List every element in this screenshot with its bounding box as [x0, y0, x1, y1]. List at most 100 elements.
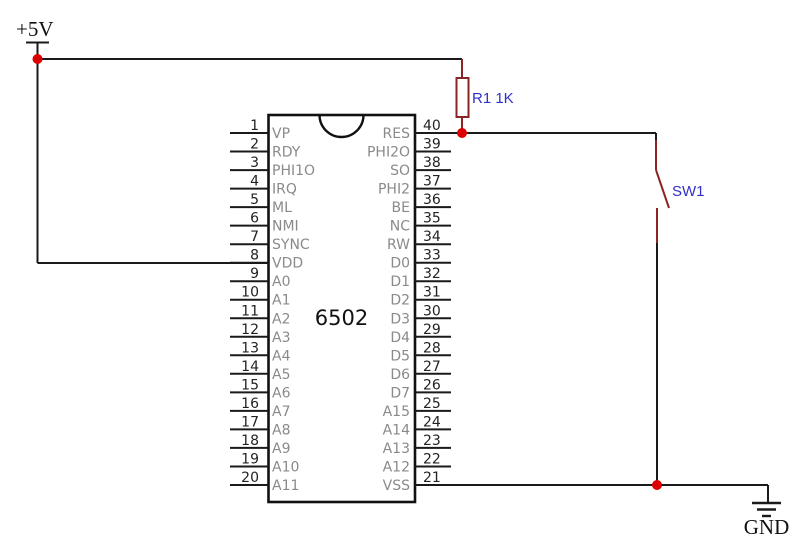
pin-number: 26: [423, 377, 441, 393]
pin-number: 2: [250, 137, 259, 153]
pin-label: A7: [272, 404, 290, 420]
switch-designator: SW1: [672, 183, 705, 200]
pin-number: 9: [250, 266, 259, 282]
pin-label: A4: [272, 348, 291, 364]
pin-label: RW: [387, 237, 410, 253]
ground-label: GND: [744, 515, 790, 539]
chip-body[interactable]: [267, 113, 417, 504]
junction-dot-power: [32, 54, 43, 64]
ground-symbol[interactable]: GND: [744, 501, 790, 539]
pin-number: 5: [250, 192, 259, 208]
pin-label: D6: [390, 367, 410, 383]
pin-number: 38: [423, 155, 441, 171]
pin-number: 3: [250, 155, 259, 171]
pin-number: 17: [241, 414, 259, 430]
pin-label: A11: [272, 478, 299, 494]
pin-label: VSS: [383, 478, 410, 494]
pin-label: VP: [272, 126, 290, 142]
pin-label: IRQ: [272, 182, 297, 198]
pin-label: A3: [272, 330, 290, 346]
pin-label: A0: [272, 274, 290, 290]
pin-number: 27: [423, 359, 441, 375]
pin-label: D5: [390, 348, 410, 364]
pin-label: D2: [390, 293, 410, 309]
switch-sw1[interactable]: SW1: [655, 140, 705, 243]
pin-number: 21: [423, 470, 441, 486]
pin-label: SO: [390, 163, 410, 179]
pin-label: SYNC: [272, 237, 310, 253]
pin-number: 19: [241, 452, 259, 468]
pin-number: 8: [250, 248, 259, 264]
pin-number: 7: [250, 229, 259, 245]
pin-number: 20: [241, 470, 259, 486]
junction-dot-ground-rail: [652, 480, 662, 490]
pin-number: 4: [250, 174, 259, 190]
resistor-r1[interactable]: R1 1K: [455, 59, 514, 133]
pin-number: 6: [250, 211, 259, 227]
pin-label: A5: [272, 367, 290, 383]
pin-number: 24: [423, 414, 441, 430]
pin-number: 10: [241, 285, 259, 301]
pin-label: VDD: [272, 256, 303, 272]
pin-label: A6: [272, 385, 291, 401]
wires: [36, 58, 769, 503]
pin-number: 28: [423, 340, 441, 356]
chip-name: 6502: [315, 306, 368, 330]
pin-number: 33: [423, 248, 441, 264]
pin-label: NMI: [272, 219, 299, 235]
pin-label: BE: [392, 200, 410, 216]
pin-number: 1: [250, 118, 259, 134]
pin-label: A2: [272, 311, 290, 327]
pin-number: 13: [241, 340, 259, 356]
pin-number: 11: [241, 303, 259, 319]
pin-label: A8: [272, 422, 290, 438]
junction-dots: [32, 54, 662, 490]
pin-number: 36: [423, 192, 441, 208]
chip-notch-icon: [318, 114, 365, 139]
pin-number: 15: [241, 377, 259, 393]
pin-label: A10: [272, 460, 299, 476]
pin-number: 34: [423, 229, 441, 245]
pin-number: 35: [423, 211, 441, 227]
pin-number: 32: [423, 266, 441, 282]
power-source-5v[interactable]: +5V: [16, 17, 54, 59]
pin-number: 23: [423, 433, 441, 449]
pin-label: A1: [272, 293, 290, 309]
pin-label: RDY: [272, 145, 301, 161]
pin-label: D3: [390, 311, 410, 327]
power-label: +5V: [16, 17, 54, 41]
pin-number: 16: [241, 396, 259, 412]
pin-number: 29: [423, 322, 441, 338]
resistor-body[interactable]: [455, 77, 470, 118]
pin-label: PHI1O: [272, 163, 315, 179]
pin-label: A9: [272, 441, 290, 457]
pin-label: RES: [383, 126, 411, 142]
pin-label: D0: [390, 256, 410, 272]
pin-label: A12: [383, 460, 410, 476]
switch-blade[interactable]: [655, 169, 670, 209]
junction-dot-pin40: [457, 128, 467, 138]
pin-number: 22: [423, 452, 441, 468]
pin-number: 39: [423, 137, 441, 153]
resistor-designator: R1 1K: [472, 90, 514, 107]
pin-label: NC: [390, 219, 410, 235]
pin-label: D7: [390, 385, 410, 401]
pin-number: 14: [241, 359, 259, 375]
pin-label: D4: [390, 330, 410, 346]
pin-number: 40: [423, 118, 441, 134]
pin-number: 25: [423, 396, 441, 412]
pin-label: A14: [383, 422, 410, 438]
pin-label: A15: [383, 404, 410, 420]
pin-number: 12: [241, 322, 259, 338]
pin-number: 37: [423, 174, 441, 190]
pin-label: A13: [383, 441, 410, 457]
pin-label: PHI2O: [367, 145, 410, 161]
pin-number: 30: [423, 303, 441, 319]
pin-number: 18: [241, 433, 259, 449]
pin-label: D1: [390, 274, 410, 290]
pin-label: PHI2: [378, 182, 410, 198]
